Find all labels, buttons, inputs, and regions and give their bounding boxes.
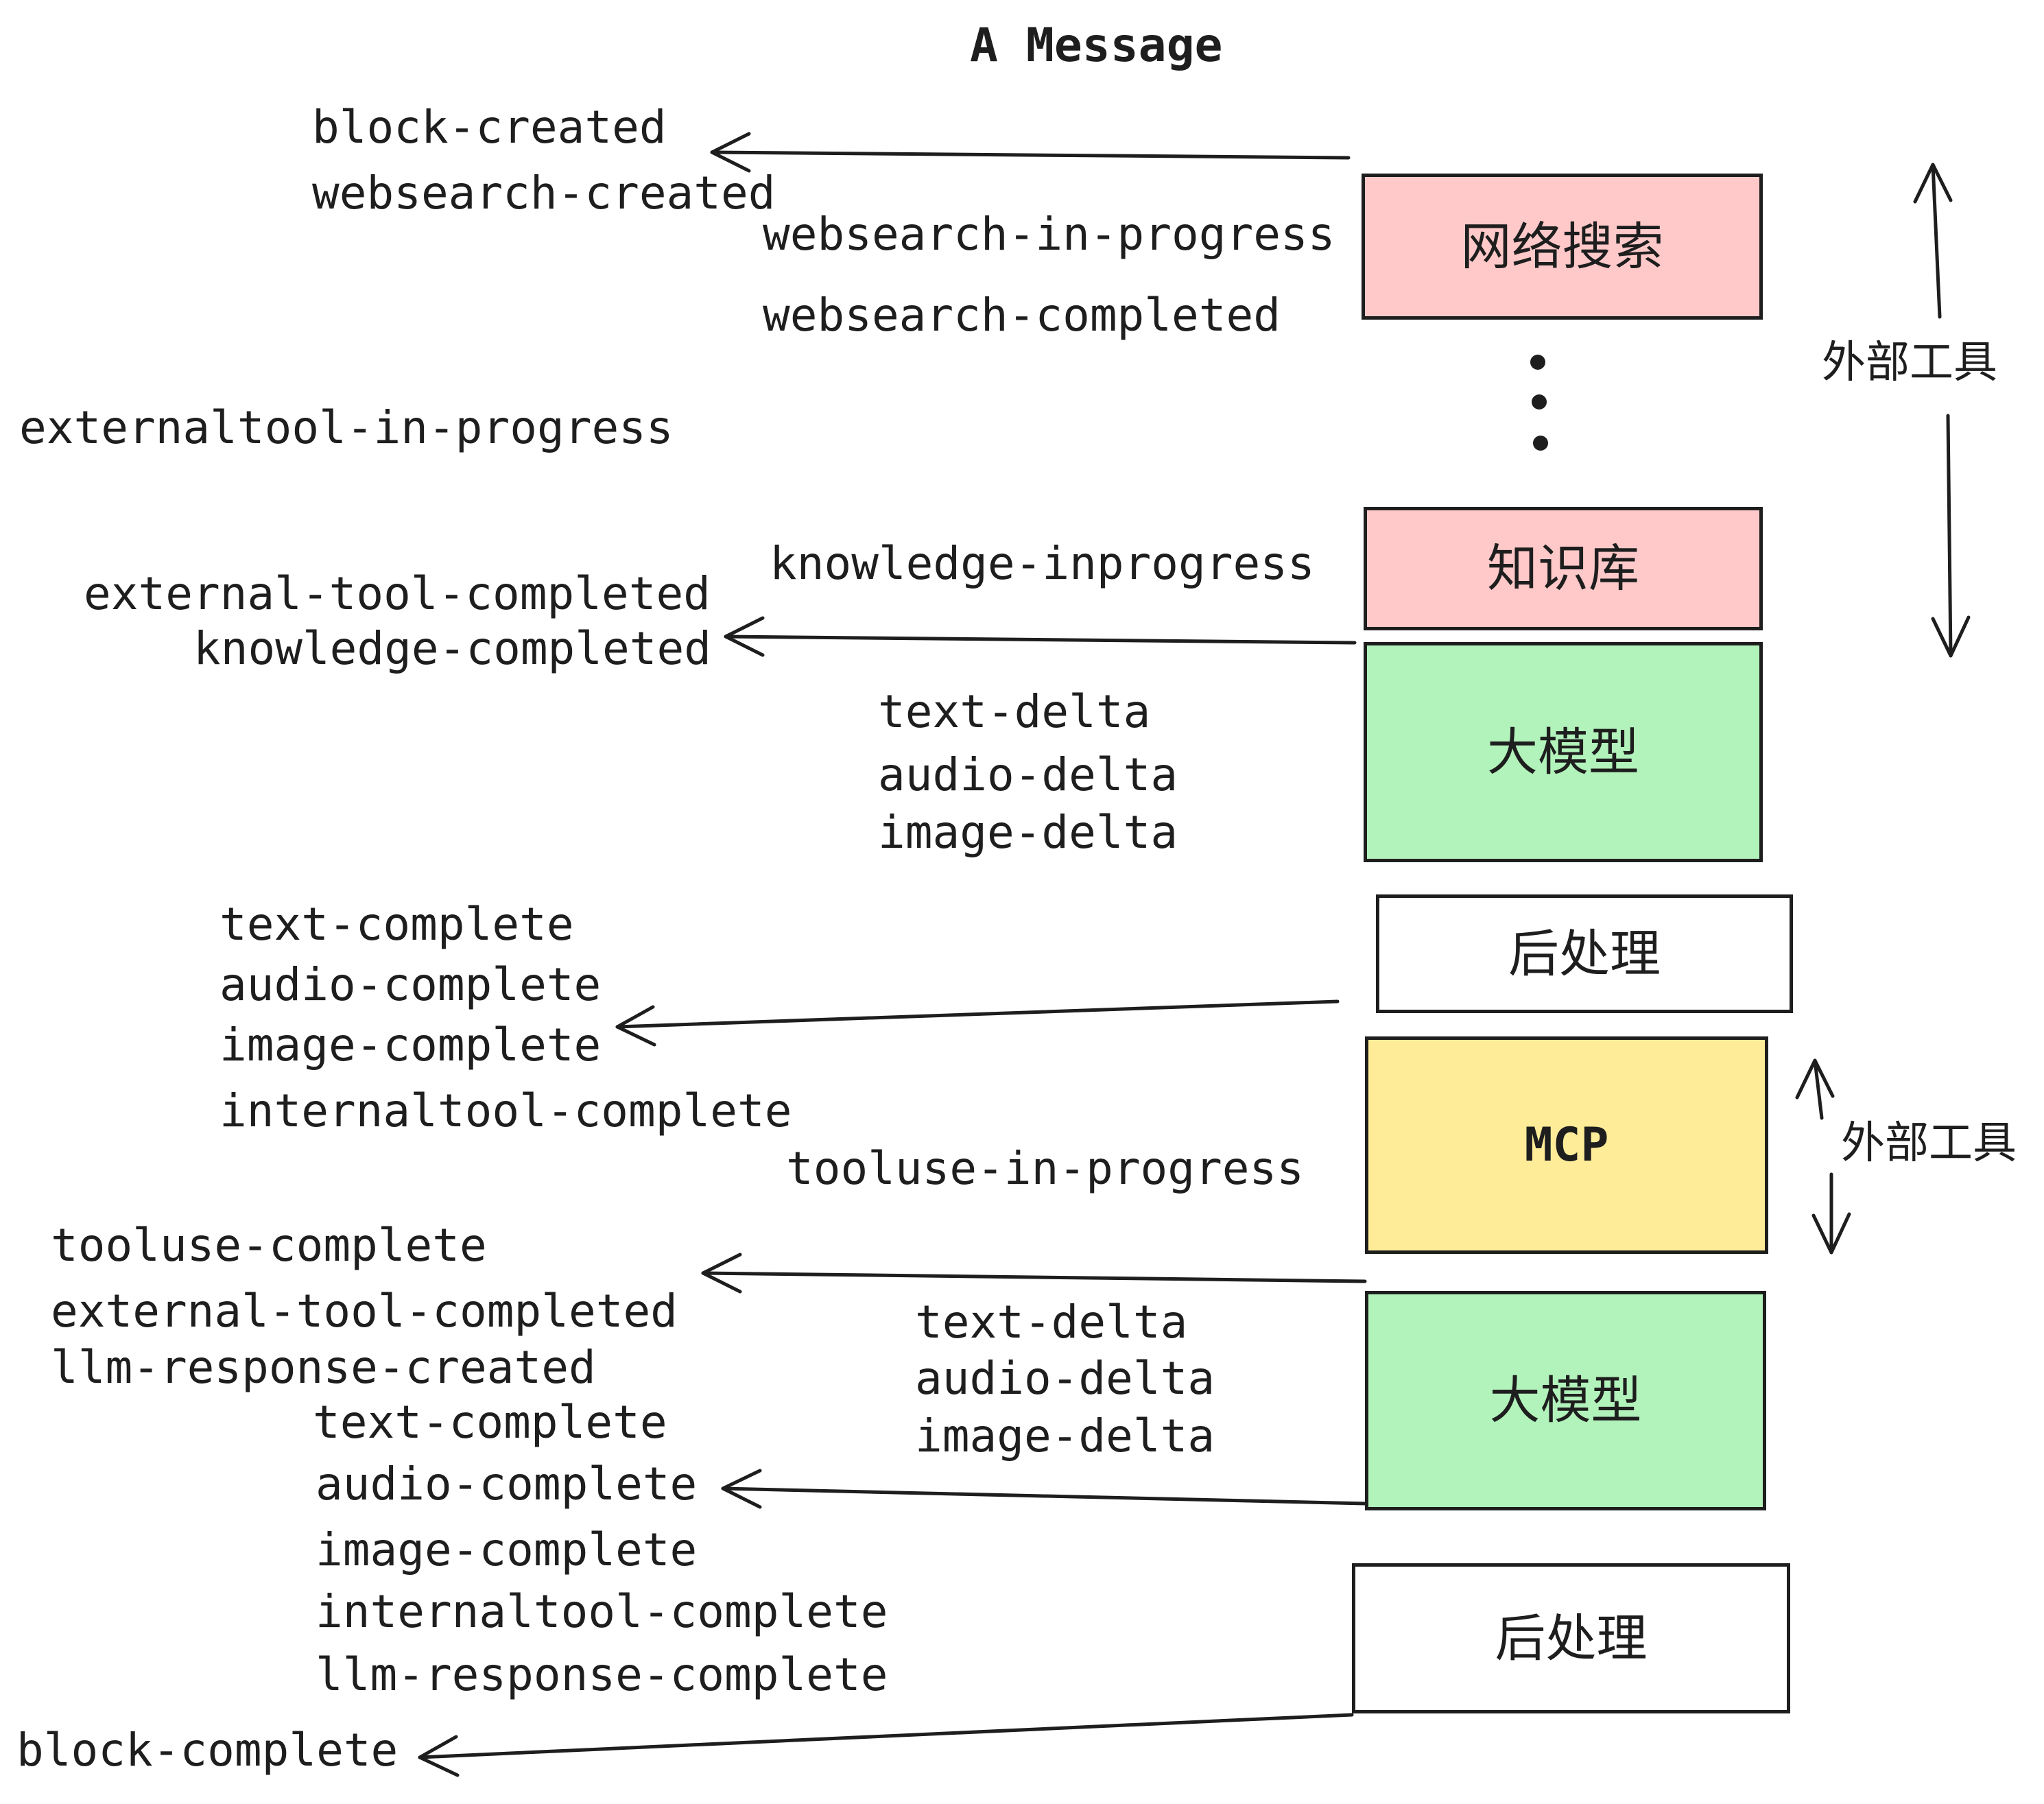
box-llm-2-label: 大模型: [1489, 1372, 1642, 1429]
event-label-block-created: block-created: [312, 101, 667, 154]
event-label-audio-delta-1: audio-delta: [878, 748, 1178, 801]
arrow-to-block-created: [710, 132, 1351, 173]
event-label-image-complete-2: image-complete: [316, 1523, 698, 1576]
external-tools-double-arrow-2: [1795, 1058, 1851, 1255]
event-label-block-complete: block-complete: [16, 1724, 399, 1777]
box-knowledge-label: 知识库: [1487, 540, 1639, 597]
external-tools-double-arrow-1: [1913, 163, 1971, 658]
box-mcp: MCP: [1365, 1036, 1768, 1254]
box-post-processing-1: 后处理: [1376, 894, 1793, 1013]
box-mcp-label: MCP: [1524, 1117, 1609, 1172]
side-label-external-tools-2: 外部工具: [1841, 1118, 2017, 1167]
event-label-tooluse-in-progress: tooluse-in-progress: [786, 1142, 1304, 1195]
event-label-external-tool-completed-1: external-tool-completed: [84, 567, 711, 620]
event-label-text-delta-2: text-delta: [915, 1296, 1188, 1349]
arrow-to-audio-complete: [721, 1469, 1367, 1509]
page-title: A Message: [970, 19, 1223, 73]
event-label-text-delta-1: text-delta: [878, 685, 1151, 738]
box-knowledge: 知识库: [1364, 507, 1763, 630]
event-label-llm-response-complete: llm-response-complete: [316, 1648, 888, 1701]
box-websearch: 网络搜索: [1362, 174, 1763, 320]
event-label-knowledge-inprogress: knowledge-inprogress: [770, 537, 1315, 590]
event-label-image-delta-1: image-delta: [878, 806, 1178, 859]
box-llm-1-label: 大模型: [1487, 723, 1639, 781]
event-label-internaltool-complete-1: internaltool-complete: [219, 1084, 792, 1137]
arrow-to-image-complete: [615, 999, 1340, 1047]
arrow-to-knowledge-completed: [724, 616, 1357, 657]
event-label-knowledge-completed: knowledge-completed: [193, 622, 711, 675]
arrow-to-block-complete: [418, 1713, 1354, 1777]
event-label-external-tool-completed-2: external-tool-completed: [51, 1285, 678, 1338]
box-post-processing-2: 后处理: [1352, 1563, 1790, 1713]
event-label-websearch-in-progress: websearch-in-progress: [763, 208, 1335, 261]
event-label-audio-delta-2: audio-delta: [915, 1352, 1215, 1405]
arrow-to-external-tool-completed: [701, 1253, 1367, 1294]
event-label-audio-complete-1: audio-complete: [219, 958, 602, 1011]
event-label-tooluse-complete: tooluse-complete: [51, 1219, 487, 1272]
box-llm-2: 大模型: [1365, 1291, 1766, 1510]
box-llm-1: 大模型: [1364, 642, 1763, 862]
box-post-processing-1-label: 后处理: [1508, 925, 1661, 982]
event-label-audio-complete-2: audio-complete: [316, 1458, 698, 1510]
event-label-text-complete-1: text-complete: [219, 898, 574, 951]
event-label-image-complete-1: image-complete: [219, 1019, 602, 1071]
event-label-llm-response-created: llm-response-created: [51, 1341, 596, 1394]
event-label-image-delta-2: image-delta: [915, 1410, 1215, 1462]
event-label-websearch-created: websearch-created: [312, 167, 776, 219]
event-label-websearch-completed: websearch-completed: [763, 289, 1281, 342]
side-label-external-tools-1: 外部工具: [1822, 337, 1997, 387]
event-label-externaltool-in-progress: externaltool-in-progress: [19, 401, 674, 454]
vertical-ellipsis-dots: [1530, 355, 1548, 451]
event-label-text-complete-2: text-complete: [313, 1396, 667, 1449]
box-websearch-label: 网络搜索: [1460, 217, 1664, 275]
box-post-processing-2-label: 后处理: [1495, 1609, 1648, 1667]
event-label-internaltool-complete-2: internaltool-complete: [316, 1585, 888, 1638]
